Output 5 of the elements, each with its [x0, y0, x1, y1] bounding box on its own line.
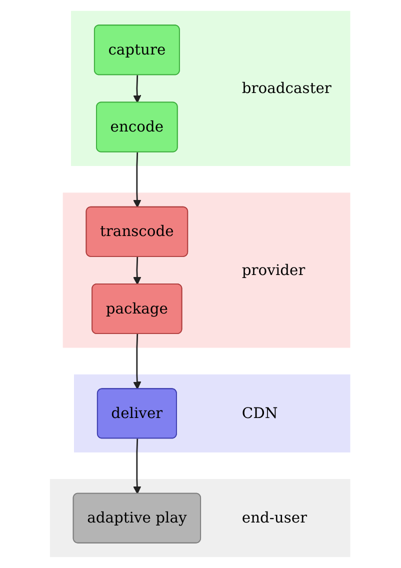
arrow [134, 438, 142, 494]
arrow [134, 256, 142, 285]
arrow [134, 152, 142, 208]
arrow [134, 334, 142, 390]
arrow [134, 75, 142, 104]
